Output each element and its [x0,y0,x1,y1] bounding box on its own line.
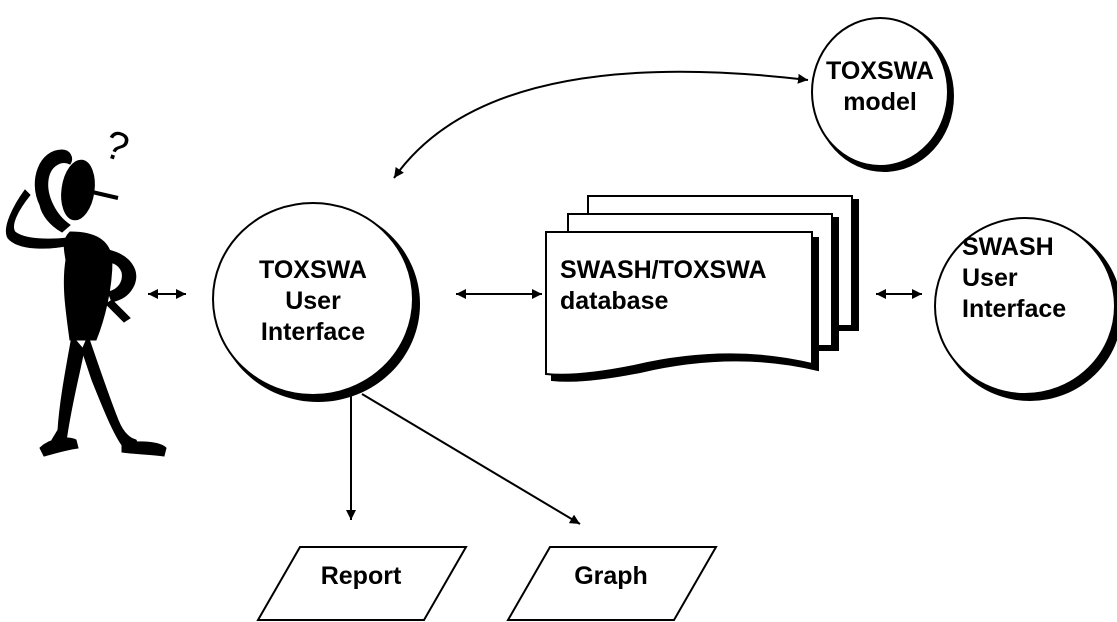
model-ui-connector [393,70,809,179]
swash-ui-node [934,217,1116,395]
toxswa-model-label: TOXSWA model [826,57,934,116]
swash-ui-label: SWASH User Interface [962,233,1067,323]
toxswa-model-node [811,17,949,167]
report-node [256,546,468,621]
toxswa-ui-label: TOXSWA User Interface [259,256,367,346]
ui-graph-connector [361,393,581,525]
graph-node [506,546,718,621]
question-mark: ? [99,122,134,171]
database-label: SWASH/TOXSWA database [560,256,767,315]
database-node [545,195,859,382]
graph-label: Graph [574,562,648,590]
user-figure [6,149,167,457]
report-label: Report [320,562,402,590]
toxswa-ui-node [212,202,414,396]
